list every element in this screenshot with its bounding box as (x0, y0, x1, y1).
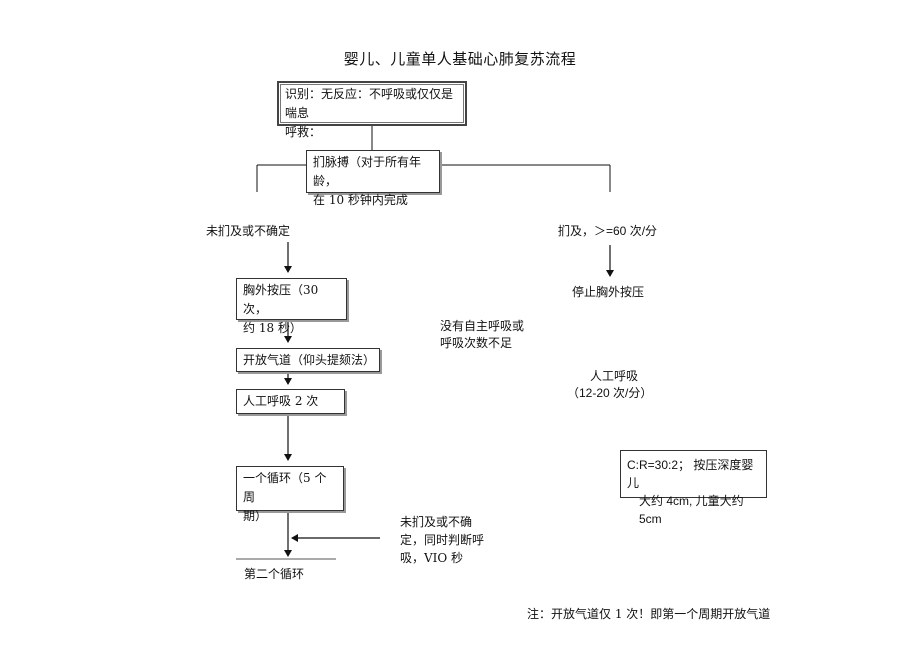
cr-ratio-note-box: C:R=30:2； 按压深度婴儿 大约 4cm, 儿童大约 5cm (620, 450, 767, 526)
chest-compression-box: 胸外按压（30 次， 约 18 秒） (236, 278, 347, 335)
label-no-breath-2: 呼吸次数不足 (440, 336, 513, 350)
footnote: 注：开放气道仅 1 次！即第一个周期开放气道 (527, 607, 771, 621)
identify-box: 识别：无反应：不呼吸或仅仅是喘息 呼救： (277, 81, 467, 139)
label-pulse-found: 扪及，＞=60 次/分 (558, 224, 658, 238)
breath-text: 人工呼吸 2 次 (243, 394, 319, 408)
cycle-line2: 期） (243, 509, 268, 523)
identify-line2: 呼救： (285, 125, 322, 139)
label-reassess-1: 未扪及或不确 (400, 515, 473, 529)
label-artificial-rate: （12-20 次/分） (567, 386, 653, 400)
label-stop-compression: 停止胸外按压 (572, 285, 645, 299)
compress-line2: 约 18 秒） (243, 321, 302, 335)
label-reassess-3: 吸，VIO 秒 (400, 551, 464, 565)
open-airway-box: 开放气道（仰头提颏法） (236, 348, 380, 372)
pulse-check-line2: 在 10 秒钟内完成 (313, 193, 408, 207)
label-no-breath-1: 没有自主呼吸或 (440, 319, 525, 333)
identify-line1: 识别：无反应：不呼吸或仅仅是喘息 (285, 87, 454, 120)
label-reassess-2: 定，同时判断呼 (400, 533, 485, 547)
label-second-cycle: 第二个循环 (244, 567, 305, 581)
page-title: 婴儿、儿童单人基础心肺复苏流程 (343, 50, 577, 68)
cycle-line1: 一个循环（5 个周 (243, 471, 327, 504)
airway-text: 开放气道（仰头提颏法） (243, 353, 376, 367)
compress-line1: 胸外按压（30 次， (243, 283, 319, 316)
cycle-box: 一个循环（5 个周 期） (236, 466, 344, 523)
label-artificial-breathing: 人工呼吸 (590, 369, 639, 383)
cr-note-line2: 大约 4cm, 儿童大约 5cm (639, 494, 744, 526)
pulse-check-box: 扪脉搏（对于所有年龄， 在 10 秒钟内完成 (306, 150, 440, 207)
cr-note-line1: C:R=30:2； 按压深度婴儿 (627, 458, 754, 490)
pulse-check-line1: 扪脉搏（对于所有年龄， (313, 155, 422, 188)
label-no-pulse: 未扪及或不确定 (206, 224, 291, 238)
rescue-breaths-box: 人工呼吸 2 次 (236, 389, 345, 414)
